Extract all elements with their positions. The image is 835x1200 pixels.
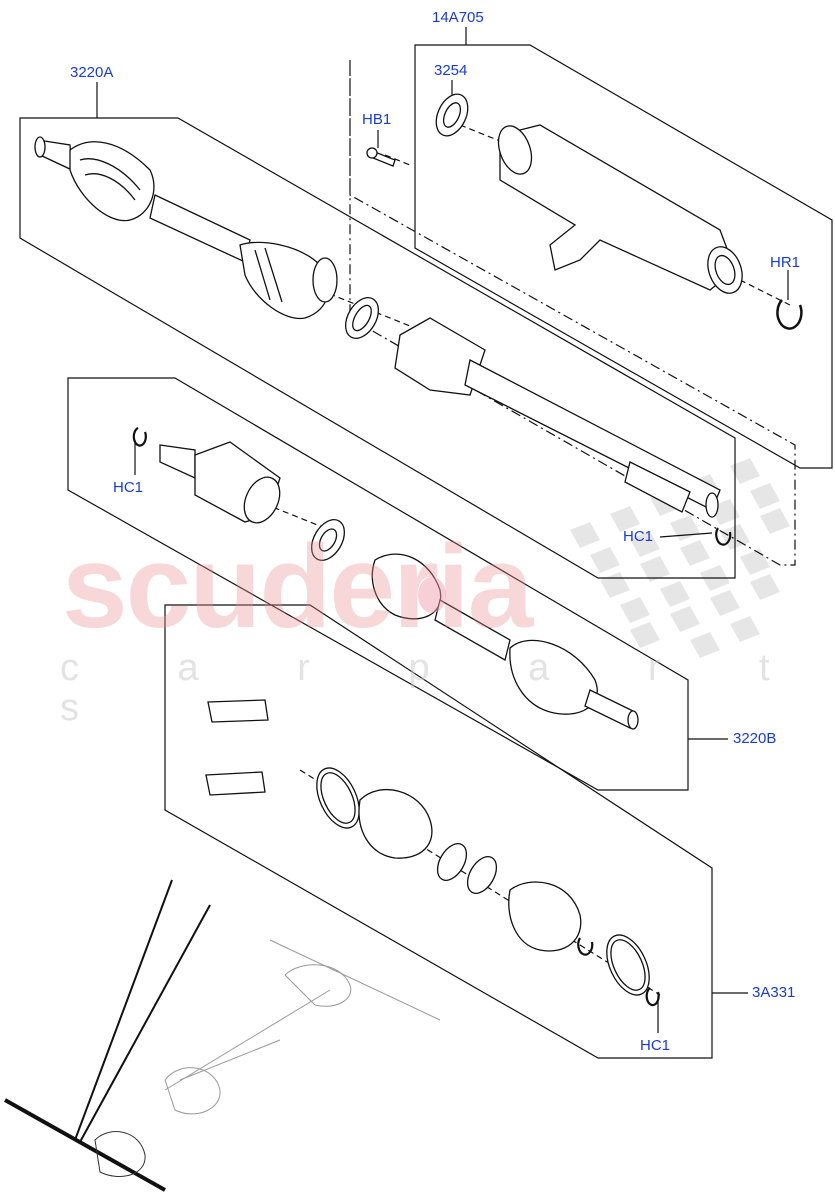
callout-3220b[interactable]: 3220B xyxy=(733,730,777,747)
drive-shaft-3220b xyxy=(159,441,639,730)
boot-kit-3a331 xyxy=(205,699,650,996)
circlip-hc1-group xyxy=(132,427,732,1007)
callout-3254[interactable]: 3254 xyxy=(434,62,468,79)
drive-shaft-3220a xyxy=(34,136,721,518)
callout-hc1-left[interactable]: HC1 xyxy=(113,479,144,496)
highlight-spot xyxy=(418,577,446,613)
panel-3220b-outline xyxy=(67,377,689,791)
bearing-bracket-14a705 xyxy=(366,93,803,330)
callout-3220a[interactable]: 3220A xyxy=(70,64,114,81)
panel-3220a-outline xyxy=(19,117,736,579)
callout-3a331[interactable]: 3A331 xyxy=(752,984,796,1001)
panel-dashed-outline xyxy=(349,60,796,566)
watermark-subtitle: c a r p a r t s xyxy=(60,647,814,729)
callout-14a705[interactable]: 14A705 xyxy=(432,9,484,26)
callout-hc1-bottom[interactable]: HC1 xyxy=(640,1037,671,1054)
callout-hr1[interactable]: HR1 xyxy=(770,254,801,271)
panel-14a705-outline xyxy=(414,44,833,469)
callout-hb1[interactable]: HB1 xyxy=(362,111,392,128)
axis-line-hb1 xyxy=(384,154,411,166)
vehicle-driveline-inset xyxy=(4,879,441,1192)
watermark-brand: scuderia xyxy=(62,521,533,653)
leader-hc1-top xyxy=(659,532,713,538)
panel-3a331-outline xyxy=(164,604,713,1059)
callout-hc1-top[interactable]: HC1 xyxy=(623,528,654,545)
